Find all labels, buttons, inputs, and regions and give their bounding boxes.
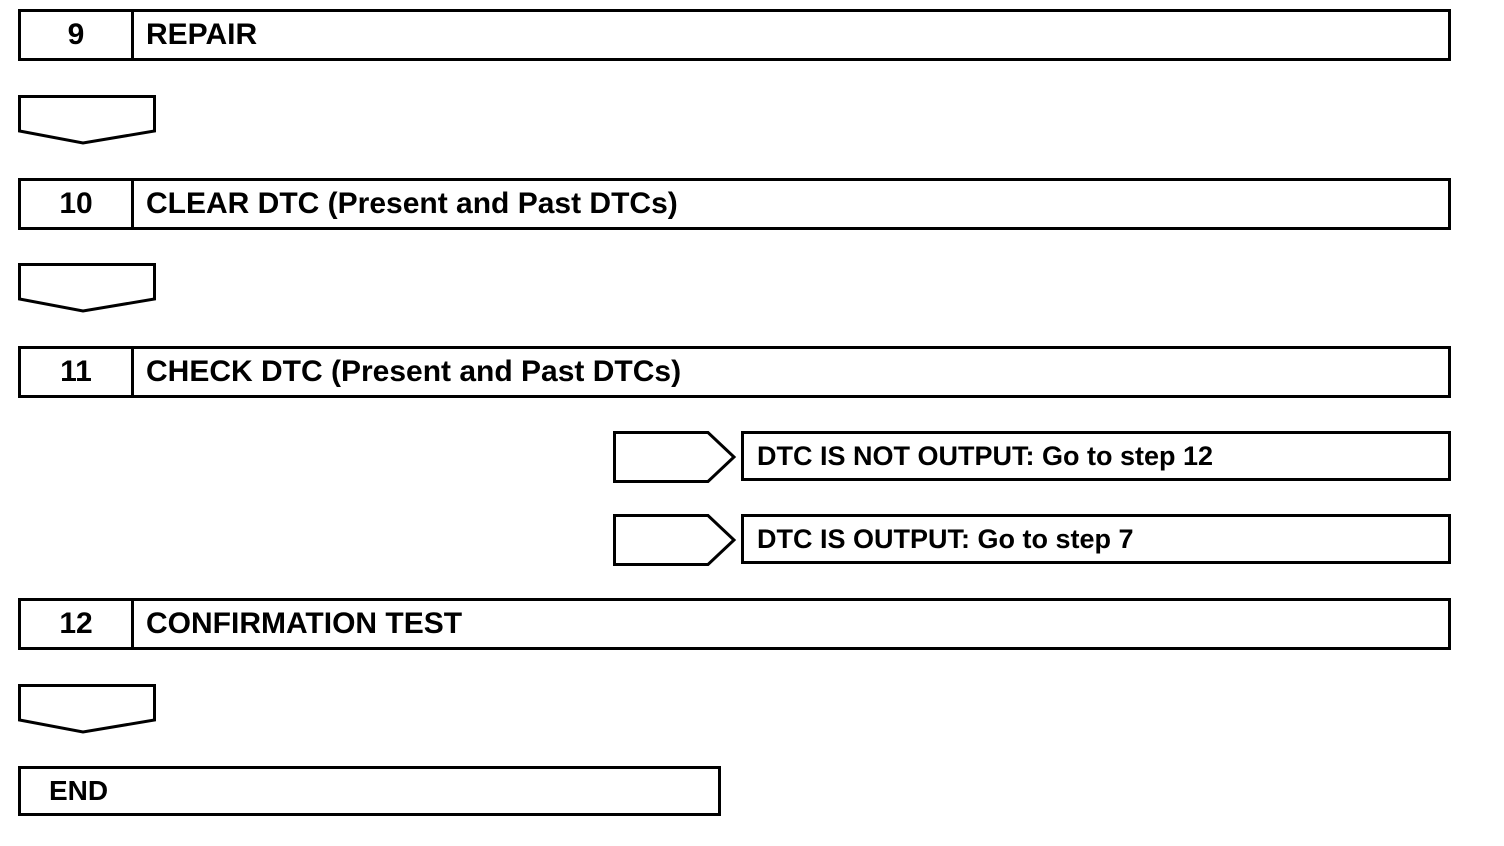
branch-not-output-box: DTC IS NOT OUTPUT: Go to step 12	[741, 431, 1451, 481]
step-12-box: 12 CONFIRMATION TEST	[18, 598, 1451, 650]
step-12-title: CONFIRMATION TEST	[146, 607, 463, 640]
right-arrow-icon	[613, 514, 737, 566]
step-11-title: CHECK DTC (Present and Past DTCs)	[146, 355, 682, 388]
step-11-number: 11	[21, 349, 134, 395]
down-arrow-icon	[18, 684, 156, 734]
end-box: END	[18, 766, 721, 816]
step-10-number: 10	[21, 181, 134, 227]
down-arrow-icon	[18, 95, 156, 145]
branch-output-box: DTC IS OUTPUT: Go to step 7	[741, 514, 1451, 564]
step-10-box: 10 CLEAR DTC (Present and Past DTCs)	[18, 178, 1451, 230]
down-arrow-icon	[18, 263, 156, 313]
step-9-title: REPAIR	[146, 18, 258, 51]
step-9-number: 9	[21, 12, 134, 58]
step-11-box: 11 CHECK DTC (Present and Past DTCs)	[18, 346, 1451, 398]
step-12-number: 12	[21, 601, 134, 647]
right-arrow-icon	[613, 431, 737, 483]
step-9-box: 9 REPAIR	[18, 9, 1451, 61]
step-10-title: CLEAR DTC (Present and Past DTCs)	[146, 187, 678, 220]
